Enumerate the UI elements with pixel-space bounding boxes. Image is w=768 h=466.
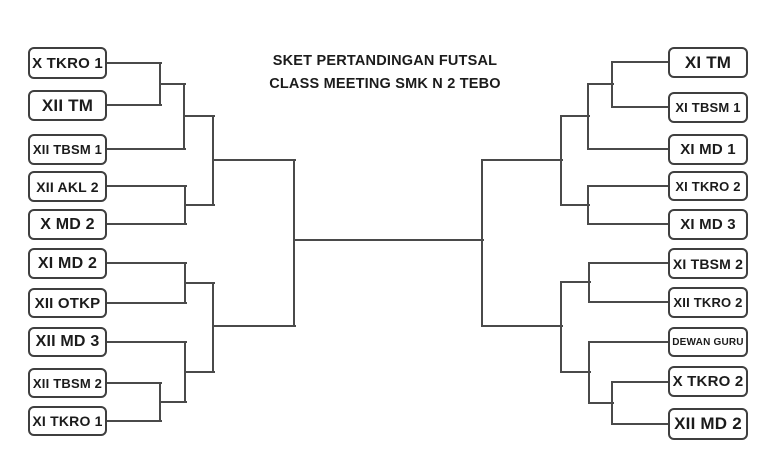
team-box-left-x-md-2: X MD 2 <box>28 209 107 240</box>
team-label: XI TKRO 1 <box>32 413 103 429</box>
team-box-right-xi-tbsm-2: XI TBSM 2 <box>668 248 748 279</box>
bracket-connector-line <box>106 223 187 225</box>
team-label: XI TBSM 2 <box>672 255 744 272</box>
bracket-connector-line <box>185 371 215 373</box>
team-box-right-xi-md-3: XI MD 3 <box>668 209 748 240</box>
team-box-right-xii-md-2: XII MD 2 <box>668 408 748 440</box>
bracket-connector-line <box>185 282 215 284</box>
team-box-left-xi-md-2: XI MD 2 <box>28 248 107 279</box>
bracket-connector-line <box>106 185 187 187</box>
title-line-1: SKET PERTANDINGAN FUTSAL <box>272 53 498 69</box>
bracket-connector-line <box>294 239 484 241</box>
team-label: XI TBSM 1 <box>675 100 741 115</box>
bracket-connector-line <box>589 341 670 343</box>
bracket-connector-line <box>213 159 296 161</box>
bracket-connector-line <box>612 381 670 383</box>
team-box-right-xi-tkro-2: XI TKRO 2 <box>668 171 748 201</box>
team-label: X TKRO 1 <box>32 54 103 72</box>
team-box-right-xi-md-1: XI MD 1 <box>668 134 748 165</box>
team-label: XII TM <box>41 95 94 115</box>
bracket-connector-line <box>588 185 670 187</box>
bracket-connector-line <box>293 159 295 327</box>
team-box-right-dewan-guru: DEWAN GURU <box>668 327 748 357</box>
team-box-left-xii-akl-2: XII AKL 2 <box>28 171 107 202</box>
bracket-connector-line <box>561 115 590 117</box>
bracket-connector-line <box>612 106 670 108</box>
bracket-connector-line <box>185 204 215 206</box>
team-label: XII OTKP <box>34 294 101 312</box>
bracket-connector-line <box>612 61 670 63</box>
bracket-connector-line <box>589 262 670 264</box>
bracket-connector-line <box>561 281 591 283</box>
team-label: XI MD 3 <box>680 216 736 233</box>
team-box-right-x-tkro-2: X TKRO 2 <box>668 366 748 397</box>
team-label: XI MD 1 <box>680 141 736 158</box>
title-line-2: CLASS MEETING SMK N 2 TEBO <box>269 76 501 92</box>
bracket-connector-line <box>106 382 162 384</box>
bracket-connector-line <box>561 371 591 373</box>
team-label: XI TM <box>684 52 732 72</box>
bracket-connector-line <box>560 281 562 373</box>
bracket-connector-line <box>106 62 162 64</box>
team-box-right-xii-tkro-2: XII TKRO 2 <box>668 287 748 318</box>
team-label: XII TBSM 1 <box>32 142 103 157</box>
team-box-left-xi-tkro-1: XI TKRO 1 <box>28 406 107 436</box>
bracket-connector-line <box>213 325 296 327</box>
bracket-connector-line <box>160 401 187 403</box>
bracket-connector-line <box>482 159 563 161</box>
team-label: DEWAN GURU <box>672 336 744 348</box>
bracket-connector-line <box>106 302 187 304</box>
bracket-connector-line <box>589 402 614 404</box>
team-box-left-xii-tbsm-2: XII TBSM 2 <box>28 368 107 398</box>
team-box-left-xii-tbsm-1: XII TBSM 1 <box>28 134 107 165</box>
bracket-connector-line <box>589 301 670 303</box>
bracket-connector-line <box>612 423 670 425</box>
team-label: XII MD 3 <box>35 333 100 350</box>
bracket-connector-line <box>106 341 187 343</box>
team-label: X MD 2 <box>40 215 95 233</box>
team-label: XI MD 2 <box>37 254 98 272</box>
team-box-right-xi-tbsm-1: XI TBSM 1 <box>668 92 748 123</box>
bracket-connector-line <box>160 83 186 85</box>
team-box-left-xii-otkp: XII OTKP <box>28 288 107 318</box>
bracket-connector-line <box>212 282 214 373</box>
team-box-left-xii-md-3: XII MD 3 <box>28 327 107 357</box>
bracket-connector-line <box>184 115 215 117</box>
team-label: XI TKRO 2 <box>675 178 741 194</box>
tournament-title: SKET PERTANDINGAN FUTSAL CLASS MEETING S… <box>254 50 516 96</box>
bracket-connector-line <box>106 420 162 422</box>
bracket-connector-line <box>561 204 590 206</box>
bracket-connector-line <box>106 148 186 150</box>
team-label: XII AKL 2 <box>36 178 99 195</box>
bracket-connector-line <box>588 148 670 150</box>
bracket-connector-line <box>588 83 614 85</box>
team-box-right-xi-tm: XI TM <box>668 47 748 78</box>
bracket-connector-line <box>106 262 187 264</box>
team-box-left-xii-tm: XII TM <box>28 90 107 121</box>
team-label: XII TBSM 2 <box>32 375 103 391</box>
team-box-left-x-tkro-1: X TKRO 1 <box>28 47 107 79</box>
bracket-connector-line <box>481 159 483 327</box>
bracket-connector-line <box>482 325 563 327</box>
team-label: XII MD 2 <box>674 414 742 433</box>
bracket-connector-line <box>106 104 162 106</box>
bracket-connector-line <box>588 223 670 225</box>
team-label: X TKRO 2 <box>672 373 744 390</box>
team-label: XII TKRO 2 <box>673 295 743 310</box>
